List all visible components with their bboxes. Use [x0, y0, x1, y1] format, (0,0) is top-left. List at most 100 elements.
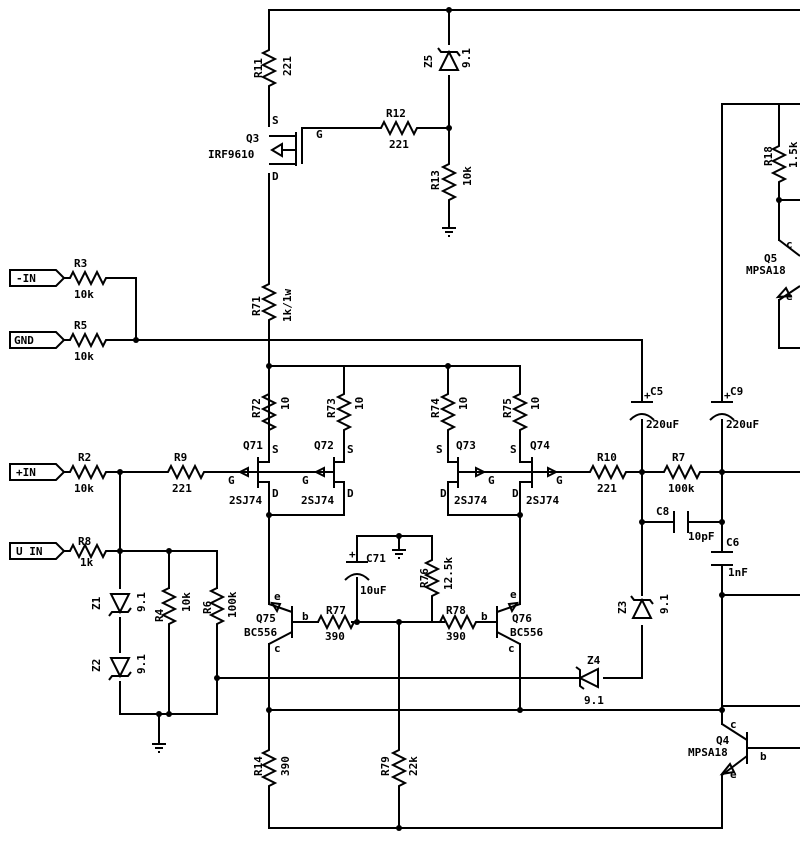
resistors-r7-ref-label: R7: [672, 451, 685, 464]
resistor-r11: R11 221: [252, 43, 294, 93]
resistor-r14: R14 390: [252, 743, 292, 793]
resistors-r73-value-label: 10: [353, 397, 366, 410]
transistors-q75-part-label: BC556: [244, 626, 277, 639]
resistors-r13-ref-label: R13: [429, 170, 442, 190]
resistor-r3: R3 10k: [63, 257, 113, 301]
transistors-q5-ref-label: Q5: [764, 252, 777, 265]
pins-s-label: S: [272, 443, 279, 456]
resistors-r4-value-label: 10k: [180, 592, 193, 612]
resistor-r7: R7 100k: [657, 451, 707, 495]
pins-b-label: b: [302, 610, 309, 623]
transistors-q76-part-label: BC556: [510, 626, 543, 639]
pins-c-label: c: [786, 238, 793, 251]
resistors-r18-value-label: 1.5k: [787, 141, 800, 168]
pins-c-label: c: [274, 642, 281, 655]
transistors-q5-part-label: MPSA18: [746, 264, 786, 277]
resistor-r74: R74 10: [429, 387, 470, 437]
transistors-q72-ref-label: Q72: [314, 439, 334, 452]
transistor-q76: e b c Q76 BC556: [481, 588, 543, 655]
resistors-r74-ref-label: R74: [429, 398, 442, 418]
diodes-z2-value-label: 9.1: [135, 654, 148, 674]
transistor-q3: S G D Q3 IRF9610: [208, 114, 323, 183]
wires: [111, 9, 800, 829]
capacitors-c6-ref-label: C6: [726, 536, 740, 549]
resistors-r72-ref-label: R72: [250, 398, 263, 418]
pins-plus-label: +: [349, 548, 356, 561]
capacitor-c8: C8 10pF: [656, 505, 715, 543]
resistors-r6-value-label: 100k: [226, 591, 239, 618]
transistors-q71-ref-label: Q71: [243, 439, 263, 452]
resistors-r5-ref-label: R5: [74, 319, 87, 332]
ground-zener: [151, 739, 167, 753]
transistors-q73-ref-label: Q73: [456, 439, 476, 452]
resistors-r8-value-label: 1k: [80, 556, 94, 569]
capacitor-c5: + C5 220uF: [629, 385, 679, 431]
resistor-r4: R4 10k: [153, 581, 193, 631]
diodes-z3-value-label: 9.1: [658, 594, 671, 614]
resistors-r78-value-label: 390: [446, 630, 466, 643]
transistors-q74-part-label: 2SJ74: [526, 494, 559, 507]
pins-s-label: S: [510, 443, 517, 456]
capacitors-c5-value-label: 220uF: [646, 418, 679, 431]
diodes-z2-ref-label: Z2: [90, 659, 103, 672]
capacitor-c6: C6 1nF: [711, 536, 748, 579]
resistors-r13-value-label: 10k: [461, 166, 474, 186]
resistors-r10-value-label: 221: [597, 482, 617, 495]
ground-r13: [441, 223, 457, 237]
transistors-q72-part-label: 2SJ74: [301, 494, 334, 507]
pins-d-label: D: [272, 170, 279, 183]
transistors-q74-ref-label: Q74: [530, 439, 550, 452]
transistors-q73-part-label: 2SJ74: [454, 494, 487, 507]
port-gnd: GND: [9, 331, 66, 349]
resistors-r75-ref-label: R75: [501, 398, 514, 418]
junctions: [117, 7, 782, 831]
resistors-r11-value-label: 221: [281, 56, 294, 76]
pins-c-label: c: [508, 642, 515, 655]
port-plus-in-label: +IN: [16, 466, 36, 479]
resistors-r9-value-label: 221: [172, 482, 192, 495]
capacitors-c9-value-label: 220uF: [726, 418, 759, 431]
resistor-r9: R9 221: [161, 451, 211, 495]
pins-d-label: D: [512, 487, 519, 500]
resistors-r18-ref-label: R18: [762, 146, 775, 166]
ground-c71: [391, 545, 407, 559]
port-plus-in: +IN: [9, 463, 66, 481]
capacitors-c71-value-label: 10uF: [360, 584, 387, 597]
resistors-r2-ref-label: R2: [78, 451, 91, 464]
resistors-r72-value-label: 10: [279, 397, 292, 410]
resistors-r7-value-label: 100k: [668, 482, 695, 495]
transistors-q3-ref-label: Q3: [246, 132, 259, 145]
pins-d-label: D: [440, 487, 447, 500]
resistors-r76-ref-label: R76: [418, 568, 431, 588]
pins-g-label: G: [228, 474, 235, 487]
resistor-r6: R6 100k: [201, 581, 239, 631]
pins-s-label: S: [347, 443, 354, 456]
resistor-r5: R5 10k: [63, 319, 113, 363]
resistors-r8-ref-label: R8: [78, 535, 91, 548]
diodes-z1-ref-label: Z1: [90, 596, 103, 610]
diodes-z1-value-label: 9.1: [135, 592, 148, 612]
capacitor-c9: + C9 220uF: [709, 385, 759, 431]
resistors-r14-ref-label: R14: [252, 756, 265, 776]
resistors-r5-value-label: 10k: [74, 350, 94, 363]
capacitors-c6-value-label: 1nF: [728, 566, 748, 579]
pins-plus-label: +: [724, 389, 731, 402]
resistors-r3-ref-label: R3: [74, 257, 87, 270]
resistors-r79-ref-label: R79: [379, 756, 392, 776]
capacitors-c9-ref-label: C9: [730, 385, 743, 398]
transistor-q73: Q73 S G D 2SJ74: [436, 439, 532, 507]
resistor-r71: R71 1k/1w: [250, 277, 294, 327]
pins-c-label: c: [730, 718, 737, 731]
pins-g-label: G: [488, 474, 495, 487]
transistors-q4-part-label: MPSA18: [688, 746, 728, 759]
capacitor-c71: + C71 10uF: [344, 548, 387, 597]
resistors-r77-ref-label: R77: [326, 604, 346, 617]
diodes-z3-ref-label: Z3: [616, 601, 629, 614]
pins-g-label: G: [302, 474, 309, 487]
resistors-r3-value-label: 10k: [74, 288, 94, 301]
pins-g-label: G: [556, 474, 563, 487]
pins-b-label: b: [760, 750, 767, 763]
resistors-r10-ref-label: R10: [597, 451, 617, 464]
resistors-r11-ref-label: R11: [252, 58, 265, 78]
